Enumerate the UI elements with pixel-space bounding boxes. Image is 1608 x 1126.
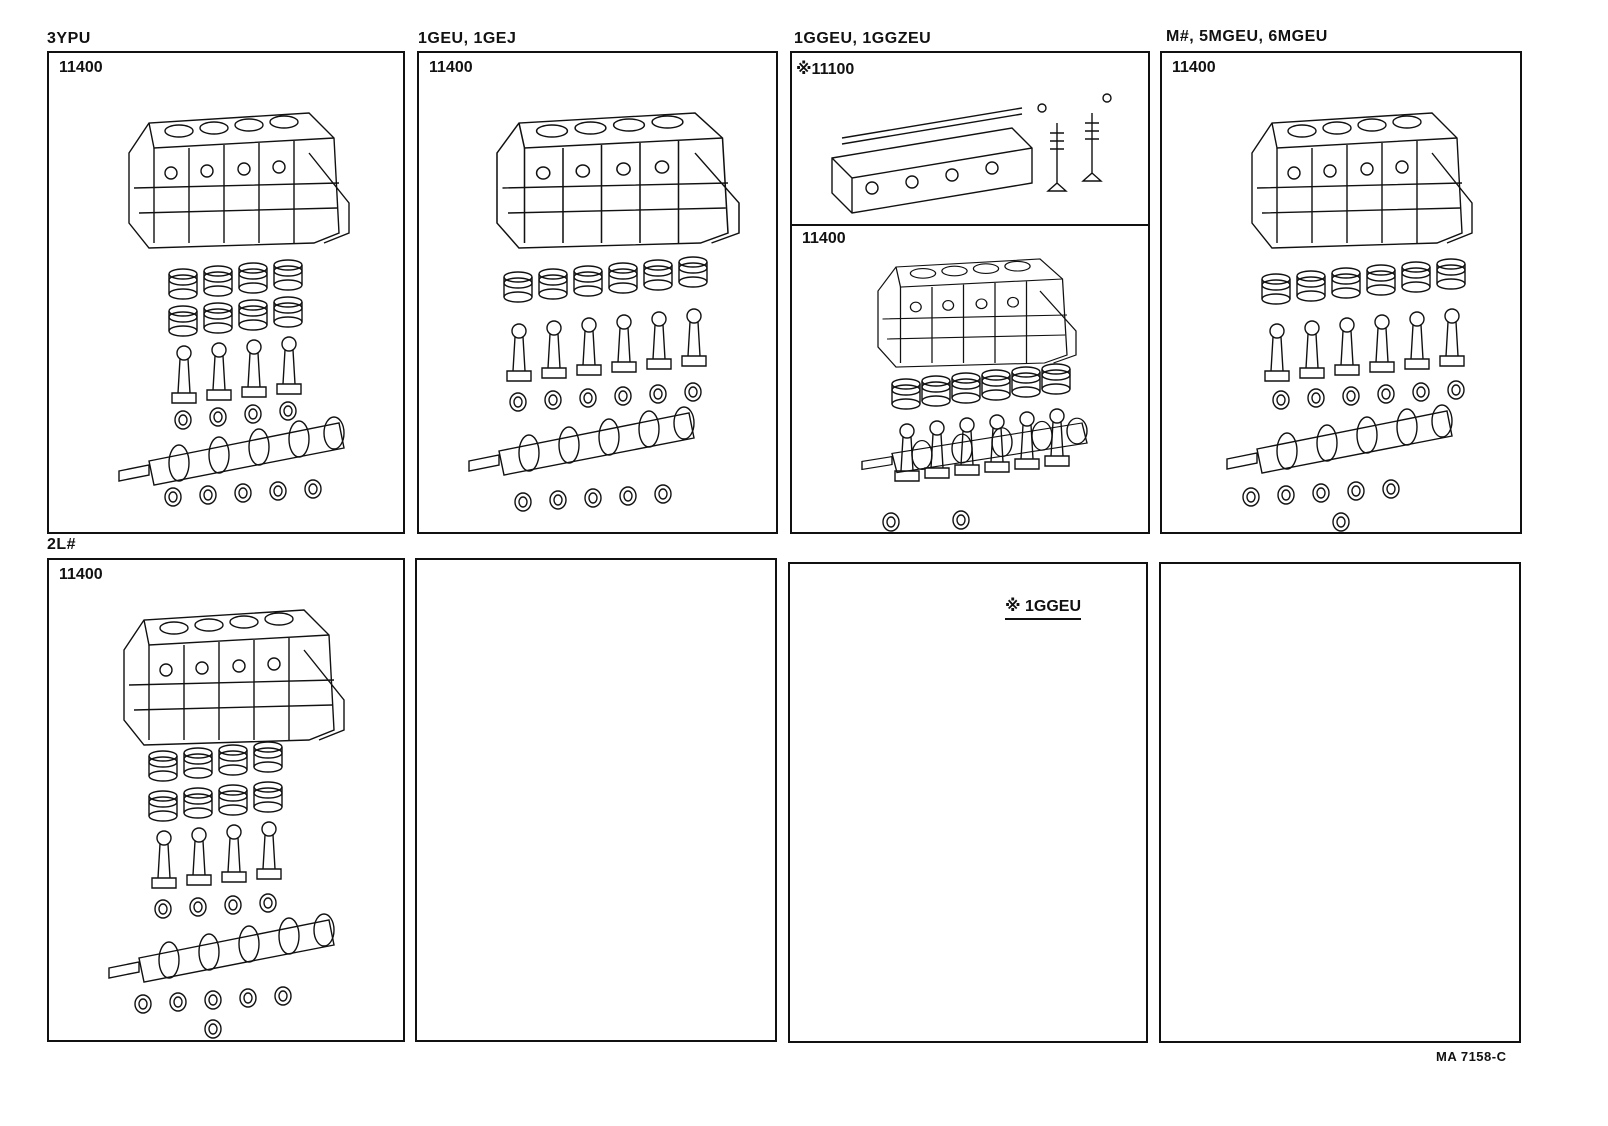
panel-1geu-short-block[interactable]: 11400 <box>417 51 778 534</box>
header-m-5mgeu-6mgeu: M#, 5MGEU, 6MGEU <box>1166 28 1328 45</box>
short-block-illustration <box>118 112 350 507</box>
part-number-11400: 11400 <box>429 59 473 76</box>
part-number-11100: ※11100 <box>796 61 855 78</box>
cylinder-head-illustration <box>831 83 1132 214</box>
header-1ggeu-1ggzeu: 1GGEU, 1GGZEU <box>794 30 932 47</box>
header-2l: 2L# <box>47 536 77 553</box>
panel-empty: ※ 1GGEU <box>788 562 1148 1043</box>
panel-1ggeu[interactable]: ※11100 11400 <box>790 51 1150 534</box>
short-block-illustration <box>1226 112 1473 532</box>
panel-3ypu-short-block[interactable]: 11400 <box>47 51 405 534</box>
panel-divider <box>792 224 1148 226</box>
part-number-11400: 11400 <box>59 59 103 76</box>
header-3ypu: 3YPU <box>47 30 91 47</box>
header-1geu-1gej: 1GEU, 1GEJ <box>418 30 517 47</box>
short-block-illustration <box>108 609 345 1039</box>
footnote-1ggeu: ※ 1GGEU <box>1005 596 1082 620</box>
illustration-code: MA 7158-C <box>1436 1049 1507 1064</box>
part-number-11400: 11400 <box>1172 59 1216 76</box>
panel-empty <box>1159 562 1521 1043</box>
panel-2l-short-block[interactable]: 11400 <box>47 558 405 1042</box>
part-number-11400: 11400 <box>802 230 846 247</box>
short-block-illustration <box>468 112 740 512</box>
panel-5mgeu-short-block[interactable]: 11400 <box>1160 51 1522 534</box>
panel-empty <box>415 558 777 1042</box>
short-block-illustration <box>861 258 1088 532</box>
part-number-11400: 11400 <box>59 566 103 583</box>
